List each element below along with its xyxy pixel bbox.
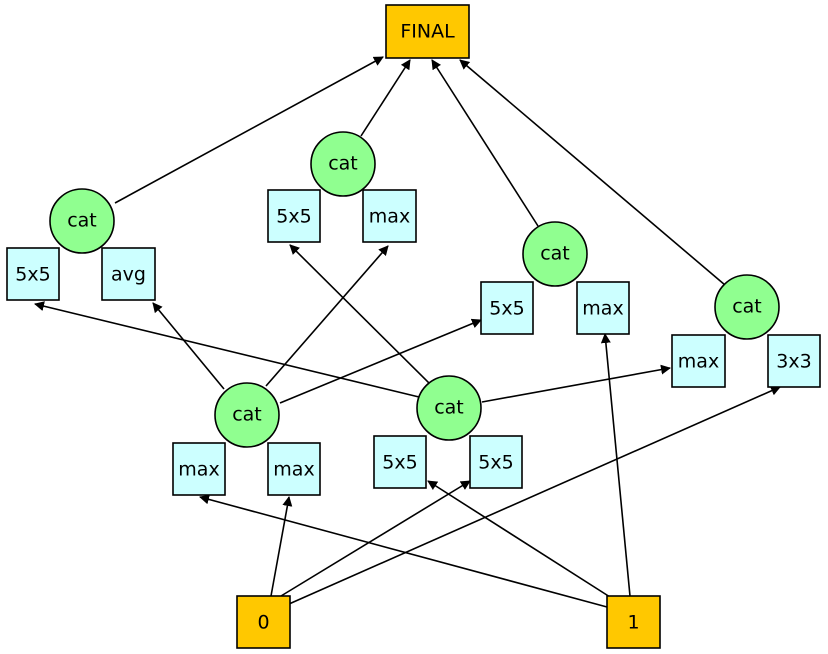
op-box-max [267, 442, 321, 496]
op-label: max [582, 298, 623, 320]
op-box-max [671, 334, 726, 388]
edge-cat-low2-to-right-max [481, 364, 671, 403]
op-label: max [678, 351, 719, 373]
op-box-max [172, 442, 226, 496]
cat-node-right: max 3x3 cat [671, 274, 821, 388]
op-box-max [362, 189, 417, 243]
edge-cat-low1-to-avg [152, 302, 225, 390]
cat-label: cat [232, 404, 262, 426]
op-label: avg [111, 264, 146, 286]
edge-cat-low1-to-midr-5x5 [279, 318, 482, 404]
cat-label: cat [732, 296, 762, 318]
cat-node-mid-right: 5x5 max cat [480, 221, 630, 335]
cat-label: cat [67, 210, 97, 232]
edge-in1-to-low2-5x5-a [427, 480, 611, 598]
edge-cat-top-to-final [360, 59, 411, 137]
cat-node-top: 5x5 max cat [267, 131, 417, 243]
input-node-0: 0 [236, 595, 291, 649]
edge-cat-left-to-final [114, 56, 384, 204]
input-label: 1 [627, 612, 639, 634]
edge-cat-low2-to-top-5x5 [289, 244, 431, 385]
edge-in0-to-low2-5x5-b [280, 480, 471, 597]
input-label: 0 [257, 612, 269, 634]
cat-circle [522, 221, 588, 287]
cat-circle [416, 375, 482, 441]
op-box-avg [101, 247, 156, 301]
cat-circle [214, 382, 280, 448]
op-label: 5x5 [276, 206, 311, 228]
op-box-5x5 [6, 247, 60, 301]
edge-cat-midr-to-final [431, 59, 539, 227]
op-box-3x3 [767, 334, 821, 388]
edge-in0-to-right-3x3 [288, 386, 781, 605]
op-box-5x5 [267, 189, 321, 243]
cat-label: cat [328, 153, 358, 175]
edge-cat-low2-to-left-5x5 [34, 301, 420, 398]
cat-label: cat [540, 243, 570, 265]
op-label: 3x3 [776, 351, 811, 373]
cat-node-left: 5x5 avg cat [6, 188, 156, 301]
cat-node-low-mid: 5x5 5x5 cat [373, 375, 523, 489]
final-box [385, 4, 470, 59]
input-node-1: 1 [606, 595, 661, 649]
op-box-5x5 [469, 435, 523, 489]
cat-circle [49, 188, 115, 254]
edge-cat-right-to-final [459, 59, 726, 286]
op-label: max [273, 459, 314, 481]
op-label: 5x5 [382, 452, 417, 474]
op-box-max [576, 281, 630, 335]
op-label: 5x5 [489, 298, 524, 320]
edge-in0-to-low1-max-b [270, 496, 293, 597]
op-label: 5x5 [478, 452, 513, 474]
op-label: max [178, 459, 219, 481]
cat-circle [714, 274, 780, 340]
input-box [606, 595, 661, 649]
cat-label: cat [434, 397, 464, 419]
op-label: max [369, 206, 410, 228]
edges [34, 56, 781, 608]
edge-in1-to-midr-max [600, 333, 631, 597]
final-node: FINAL [385, 4, 470, 59]
input-box [236, 595, 291, 649]
final-label: FINAL [400, 21, 455, 43]
edge-cat-low1-to-top-max [265, 245, 389, 387]
op-box-5x5 [480, 281, 534, 335]
edge-in1-to-low1-max-a [199, 494, 608, 608]
cat-circle [310, 131, 376, 197]
op-box-5x5 [373, 435, 427, 489]
op-label: 5x5 [15, 264, 50, 286]
cat-node-low-left: max max cat [172, 382, 321, 496]
